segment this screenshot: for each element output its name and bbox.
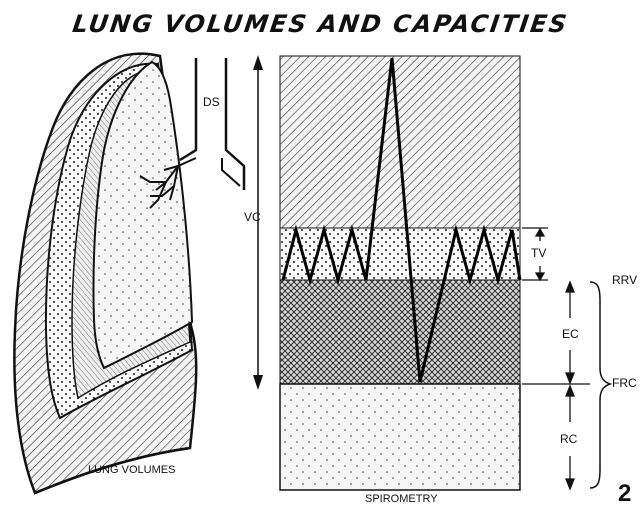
label-rc: RC [560, 432, 577, 446]
spirometry-chart [280, 56, 520, 490]
caption-lung-volumes: LUNG VOLUMES [88, 464, 175, 476]
bronchus-lower [222, 158, 240, 186]
ec-arrow [522, 282, 590, 384]
frc-brace [590, 282, 610, 488]
label-ec: EC [562, 327, 579, 341]
label-ds: DS [203, 95, 220, 109]
label-rrv: RRV [612, 273, 637, 287]
trachea-wall-left [180, 58, 196, 160]
band-expiratory [280, 280, 520, 384]
label-frc: FRC [612, 376, 637, 390]
label-tv: TV [531, 246, 546, 260]
trachea-wall-right [226, 58, 244, 190]
lung-drawing [14, 54, 244, 493]
page-title: LUNG VOLUMES AND CAPACITIES [0, 10, 641, 38]
figure-number: 2 [618, 480, 631, 508]
band-residual [280, 384, 520, 490]
caption-spirometry: SPIROMETRY [365, 493, 438, 505]
label-vc: VC [244, 210, 261, 224]
